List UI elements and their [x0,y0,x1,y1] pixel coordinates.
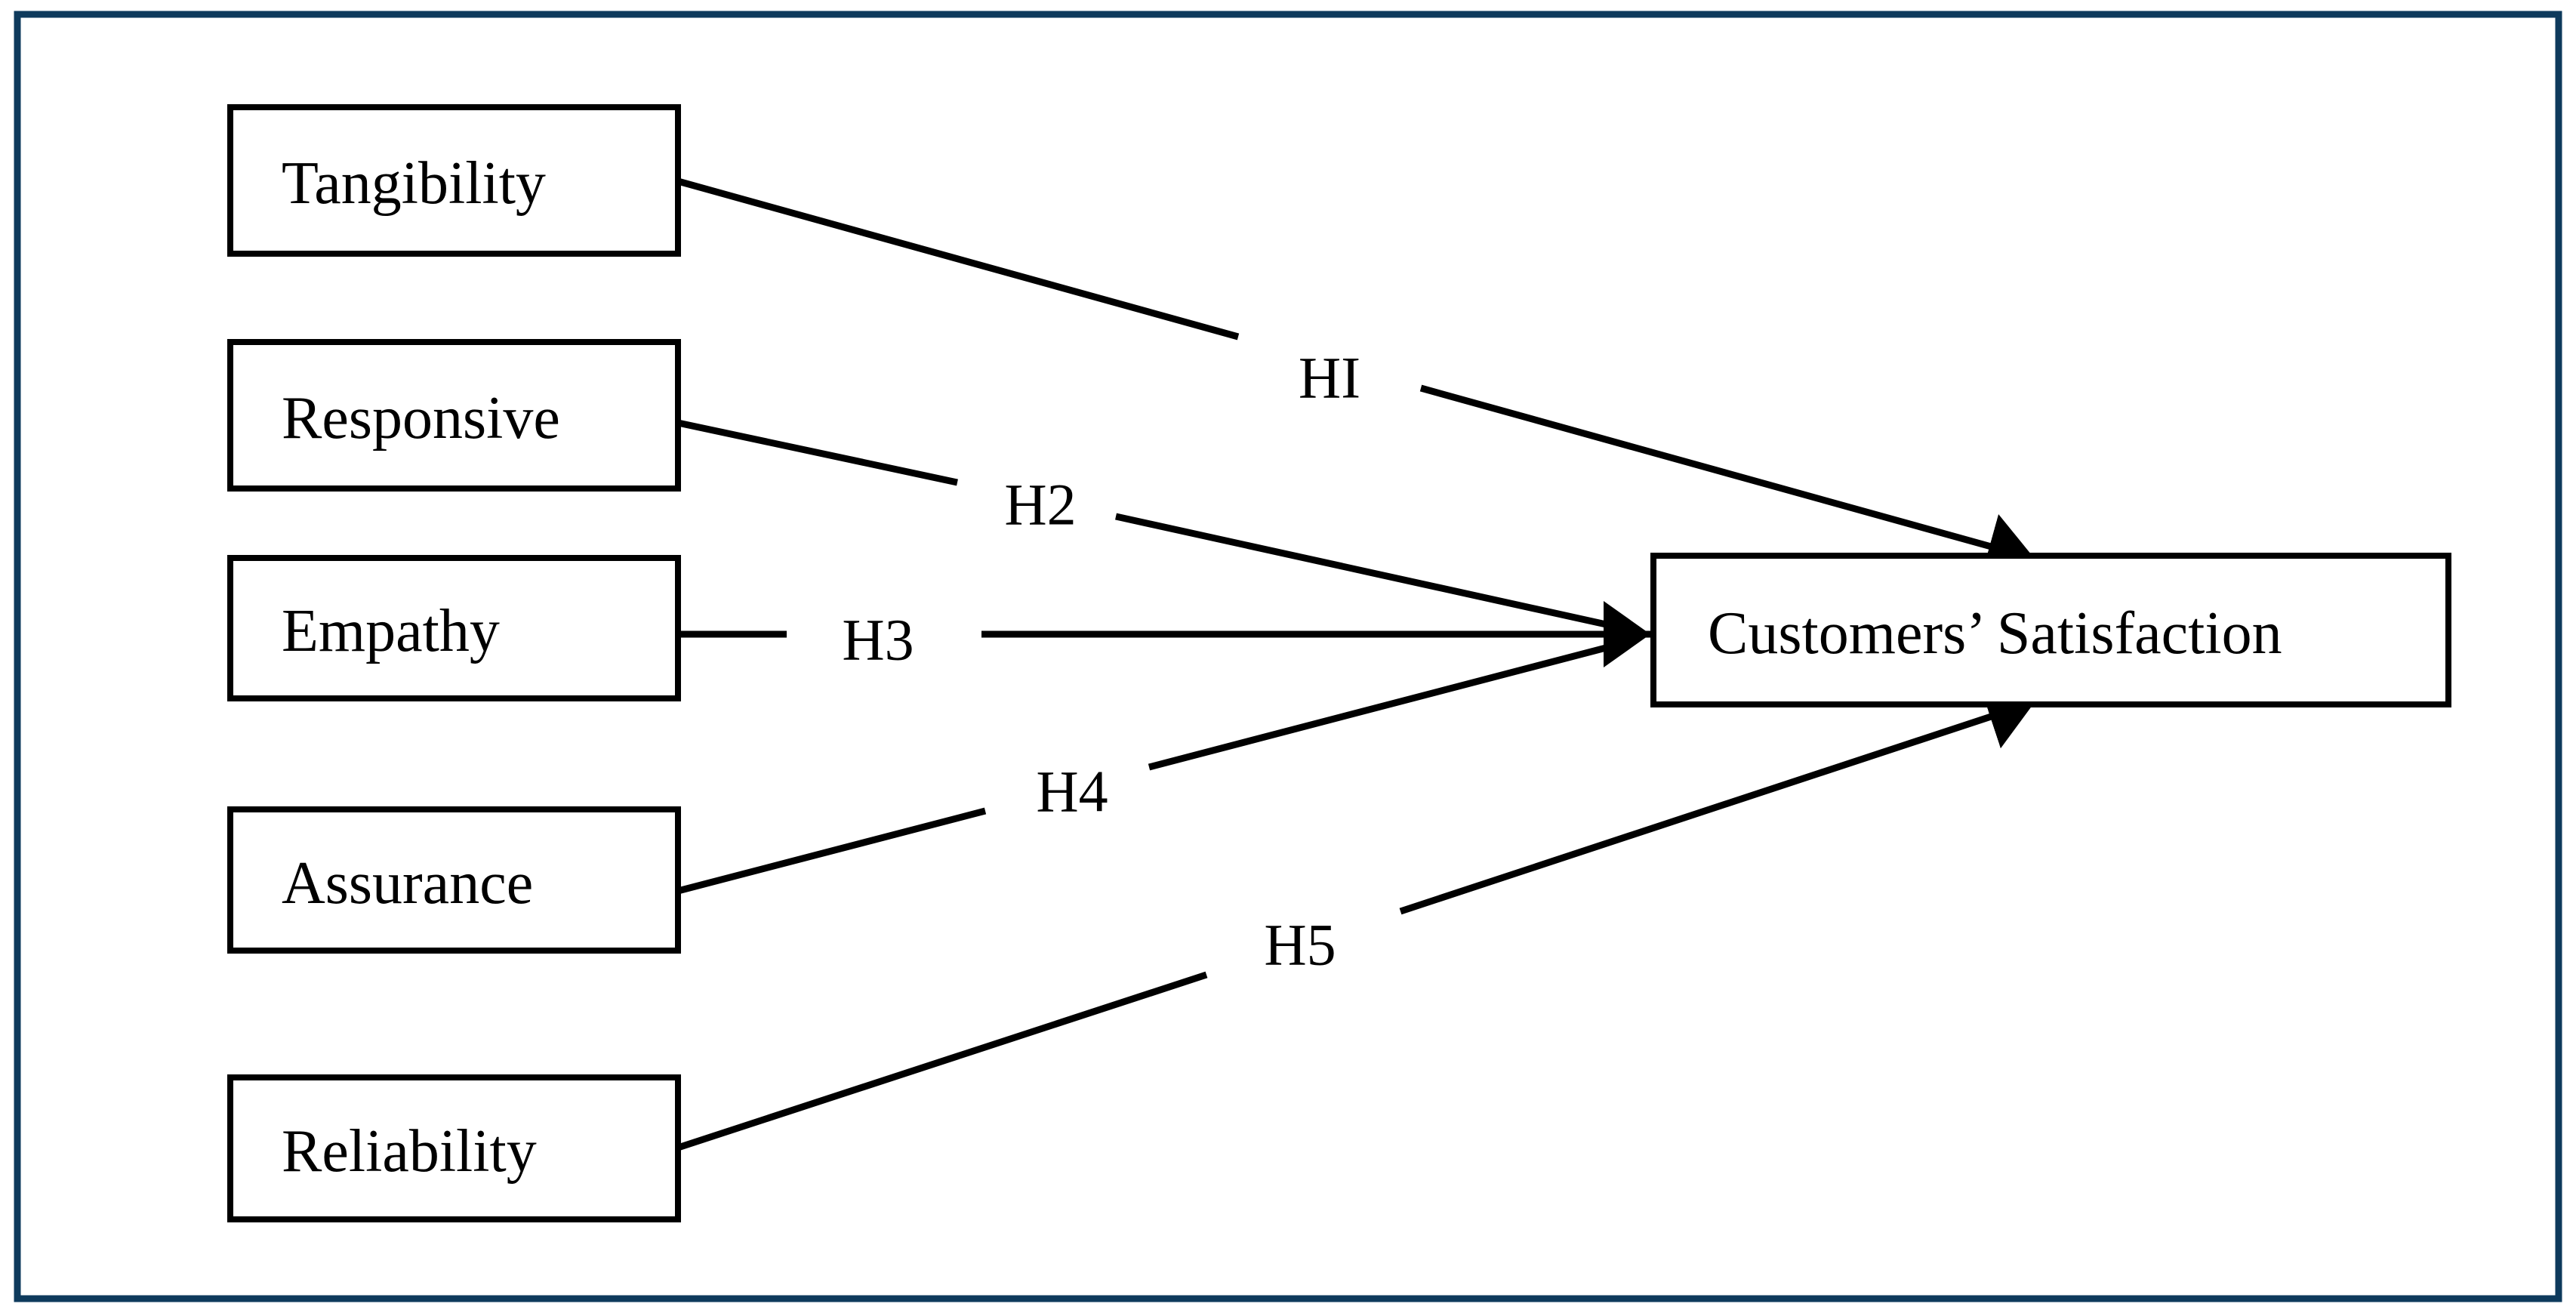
node-empathy: Empathy [227,555,681,701]
edge-h4-line-end [1148,640,1625,771]
node-responsive-box [227,339,681,492]
edge-h1-line-end-arrow [1419,384,2036,578]
edge-h2-line-end [1115,513,1624,632]
node-assurance-label: Assurance [282,850,533,917]
edge-h1-label: HI [1299,345,1360,411]
edge-h1: HI [676,177,2036,578]
node-customers-satisfaction-label: Customers’ Satisfaction [1708,600,2282,667]
edge-h5-label: H5 [1264,912,1336,978]
edge-h2: H2 [677,419,1624,632]
edge-h2-line-start [677,419,958,486]
node-empathy-label: Empathy [282,598,500,664]
edge-h4: H4 [676,640,1625,895]
node-tangibility: Tangibility [227,104,681,257]
node-reliability: Reliability [227,1074,681,1222]
edge-h1-line-start [676,177,1240,341]
node-assurance-box [227,806,681,954]
edge-h5-line-end-arrow [1399,685,2036,915]
edge-h5: H5 [676,685,2036,1151]
node-tangibility-box [227,104,681,257]
figure-border [14,11,2562,1302]
node-customers-satisfaction-box [1650,553,2451,707]
node-tangibility-label: Tangibility [282,150,546,217]
node-reliability-box [227,1074,681,1222]
node-responsive-label: Responsive [282,385,560,452]
edge-h3: H3 [675,601,1650,673]
node-assurance: Assurance [227,806,681,954]
edge-h4-label: H4 [1036,759,1108,824]
node-reliability-label: Reliability [282,1118,537,1185]
node-empathy-box [227,555,681,701]
edge-h5-line-start [676,971,1208,1151]
edge-h3-label: H3 [842,607,914,673]
edge-h2-label: H2 [1004,472,1076,538]
node-responsive: Responsive [227,339,681,492]
edge-h4-line-start [676,807,987,895]
node-customers-satisfaction: Customers’ Satisfaction [1650,553,2451,707]
